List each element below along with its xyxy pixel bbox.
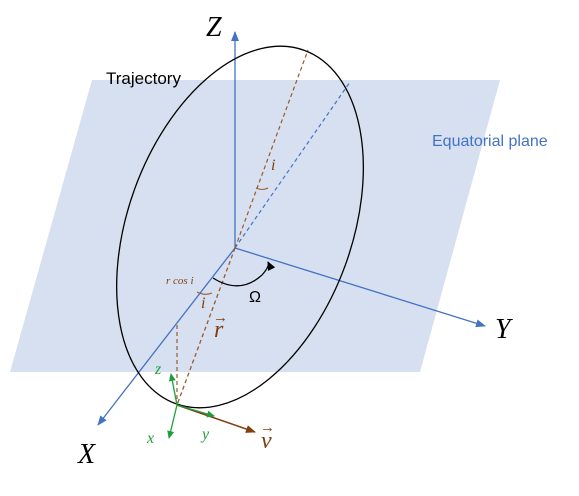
y-axis-label: Y: [495, 314, 514, 345]
r-vector-label: r: [214, 317, 224, 343]
inclination-arc-upper: [255, 187, 269, 191]
inclination-arc-lower: [196, 291, 213, 295]
local-x-label: x: [146, 430, 154, 447]
inclination-lower-label: i: [201, 295, 205, 312]
r-cos-i-label: r cos i: [166, 275, 194, 287]
equatorial-plane-label: Equatorial plane: [432, 133, 548, 150]
z-axis-label: Z: [206, 12, 222, 43]
orbit-normal-dashed: [234, 49, 309, 249]
local-y-label: y: [200, 426, 210, 443]
local-z-axis: [168, 373, 178, 406]
omega-label: Ω: [249, 289, 261, 306]
trajectory-ellipse: [116, 45, 364, 409]
v-vector-label: v: [261, 428, 272, 454]
inclination-upper-label: i: [271, 157, 275, 174]
node-line-dashed: [234, 81, 351, 249]
x-axis-label: X: [77, 439, 96, 470]
equatorial-plane: [10, 80, 500, 372]
y-axis: [234, 247, 486, 328]
x-axis: [97, 247, 236, 426]
r-vector-arrow-glyph: →: [213, 309, 228, 326]
v-vector-arrow-glyph: →: [260, 419, 275, 436]
omega-arc: [212, 261, 276, 287]
trajectory-label: Trajectory: [106, 69, 181, 88]
local-x-axis: [167, 404, 178, 439]
local-y-axis: [176, 404, 215, 418]
local-z-label: z: [154, 361, 162, 378]
